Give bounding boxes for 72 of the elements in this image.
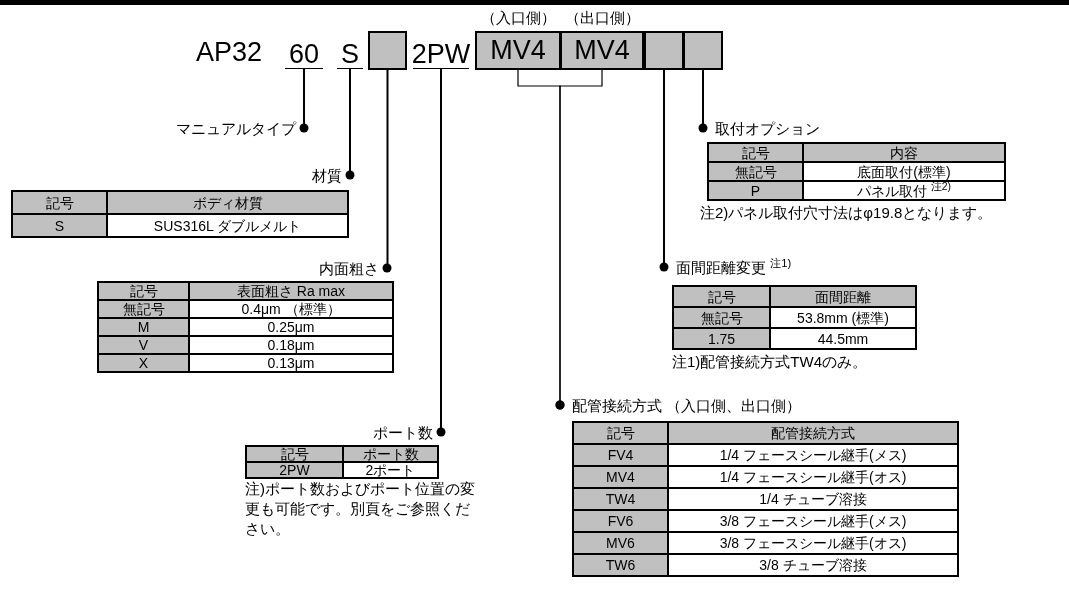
- table-cell: M: [99, 319, 188, 335]
- leader-line: [698, 69, 708, 133]
- leader-heading: 配管接続方式 （入口側、出口側）: [560, 396, 880, 414]
- table-cell: TW4: [574, 489, 667, 509]
- table-cell: 44.5mm: [771, 329, 915, 348]
- header-cell: ポート数: [344, 447, 437, 461]
- header-cell: 配管接続方式: [669, 423, 957, 443]
- table-cell: 底面取付(標準): [804, 163, 1004, 180]
- table-cell: X: [99, 355, 188, 371]
- side-caption: （入口側）: [479, 9, 557, 27]
- header-cell: 内容: [804, 144, 1004, 161]
- table-cell: FV6: [574, 511, 667, 531]
- header-cell: 記号: [13, 192, 106, 213]
- footnote: 注1)配管接続方式TW4のみ。: [672, 352, 868, 372]
- leader-line: [299, 68, 309, 133]
- model-code: AP32: [196, 36, 264, 69]
- table-cell: V: [99, 337, 188, 353]
- footnote: 注)ポート数およびポート位置の変更も可能です。別頁をご参照ください。: [245, 479, 476, 539]
- leader-heading: ポート数: [341, 423, 441, 441]
- header-cell: 記号: [709, 144, 802, 161]
- table-cell: 無記号: [99, 301, 188, 317]
- table-cell: 1/4 フェースシール継手(メス): [669, 445, 957, 465]
- table-cell: 0.18μm: [190, 337, 392, 353]
- table-cell: MV4: [574, 467, 667, 487]
- leader-heading: 内面粗さ: [290, 259, 387, 277]
- table-cell: 2PW: [247, 463, 342, 477]
- header-cell: 表面粗さ Ra max: [190, 283, 392, 299]
- side-caption: （出口側）: [563, 9, 641, 27]
- leader-heading: マニュアルタイプ: [140, 119, 304, 137]
- header-cell: 面間距離: [771, 287, 915, 306]
- table-cell: 無記号: [709, 163, 802, 180]
- header-cell: 記号: [247, 447, 342, 461]
- leader-line: [659, 69, 669, 272]
- table-cell: P: [709, 182, 802, 199]
- header-cell: 記号: [99, 283, 188, 299]
- table-cell: 1/4 フェースシール継手(オス): [669, 467, 957, 487]
- table-cell: S: [13, 215, 106, 236]
- table-cell: MV6: [574, 533, 667, 553]
- table-cell: 1/4 チューブ溶接: [669, 489, 957, 509]
- table-cell: 3/8 フェースシール継手(オス): [669, 533, 957, 553]
- leader-line: [345, 68, 355, 180]
- code-segment: 60: [285, 36, 323, 69]
- table-cell: 3/8 フェースシール継手(メス): [669, 511, 957, 531]
- header-cell: 記号: [574, 423, 667, 443]
- table-cell: 0.25μm: [190, 319, 392, 335]
- leader-line: [436, 68, 446, 437]
- code-segment: 2PW: [413, 36, 469, 69]
- table-cell: パネル取付 $^{注2)}$: [804, 182, 1004, 199]
- table-cell: 無記号: [674, 308, 769, 327]
- blank-code-box: [683, 31, 723, 70]
- code-segment-box: MV4: [560, 31, 644, 70]
- footnote: 注2)パネル取付穴寸法はφ19.8となります。: [700, 203, 994, 223]
- table-cell: 3/8 チューブ溶接: [669, 555, 957, 575]
- code-segment: S: [337, 36, 363, 69]
- table-cell: 2ポート: [344, 463, 437, 477]
- leader-heading: 取付オプション: [703, 119, 853, 137]
- table-cell: 0.4μm （標準）: [190, 301, 392, 317]
- table-cell: TW6: [574, 555, 667, 575]
- table-cell: SUS316L ダブルメルト: [108, 215, 347, 236]
- leader-line: [555, 69, 603, 410]
- table-cell: 0.13μm: [190, 355, 392, 371]
- leader-line: [382, 69, 392, 273]
- table-cell: 1.75: [674, 329, 769, 348]
- leader-heading: 面間距離変更 $^{注1)}$: [664, 258, 844, 276]
- leader-heading: 材質: [290, 166, 350, 184]
- blank-code-box: [368, 31, 407, 70]
- table-cell: 53.8mm (標準): [771, 308, 915, 327]
- code-segment-box: MV4: [475, 31, 561, 70]
- header-cell: ボディ材質: [108, 192, 347, 213]
- header-cell: 記号: [674, 287, 769, 306]
- blank-code-box: [644, 31, 684, 70]
- table-cell: FV4: [574, 445, 667, 465]
